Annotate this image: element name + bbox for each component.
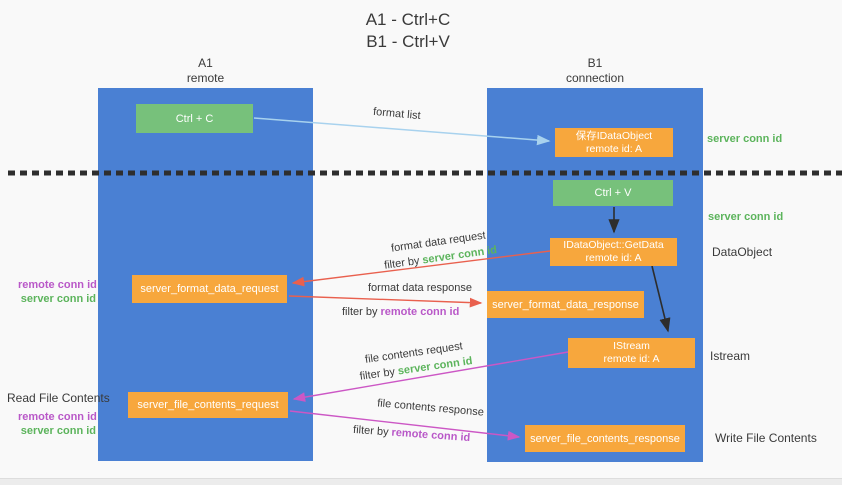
format-data-response-arrow bbox=[288, 295, 483, 308]
file-contents-request-label: file contents request filter byserver co… bbox=[353, 337, 476, 385]
server-conn-id-text: server conn id bbox=[20, 293, 96, 305]
server-format-data-response-label: server_format_data_response bbox=[492, 298, 639, 311]
save-idataobject-node: 保存IDataObject remote id: A bbox=[555, 128, 673, 157]
filter-by-text: filter by bbox=[383, 254, 421, 272]
save-idataobject-line1: 保存IDataObject bbox=[575, 129, 653, 142]
title-line-b1: B1 - Ctrl+V bbox=[366, 32, 450, 51]
right-column-name: B1 bbox=[587, 56, 603, 70]
server-conn-id-annotation-top: server conn id bbox=[707, 133, 783, 145]
server-file-contents-request-node: server_file_contents_request bbox=[128, 392, 288, 418]
title-line-a1: A1 - Ctrl+C bbox=[365, 10, 451, 29]
server-file-contents-response-node: server_file_contents_response bbox=[525, 425, 685, 452]
left-column-name: A1 bbox=[198, 56, 213, 70]
server-file-contents-request-label: server_file_contents_request bbox=[137, 399, 279, 411]
filter-by-text: filter by bbox=[352, 423, 389, 439]
server-conn-id-text: server conn id bbox=[20, 425, 96, 437]
bottom-strip bbox=[0, 478, 842, 485]
filter-by-text: filter by bbox=[358, 365, 396, 383]
getdata-line1: IDataObject::GetData bbox=[563, 239, 664, 251]
left-column-header: A1 remote bbox=[98, 56, 313, 86]
server-format-data-request-node: server_format_data_request bbox=[132, 275, 287, 303]
istream-annotation: Istream bbox=[710, 349, 751, 363]
server-format-data-response-node: server_format_data_response bbox=[487, 291, 644, 318]
diagram-title: A1 - Ctrl+C B1 - Ctrl+V bbox=[208, 9, 608, 53]
getdata-line2: remote id: A bbox=[585, 252, 642, 264]
format-data-response-label: format data response bbox=[368, 282, 472, 294]
ctrl-c-node: Ctrl + C bbox=[136, 104, 253, 133]
file-contents-response-label: file contents response bbox=[376, 397, 485, 419]
idataobject-getdata-node: IDataObject::GetData remote id: A bbox=[550, 238, 677, 266]
left-column-role: remote bbox=[186, 71, 225, 85]
filter-by-text: filter by bbox=[342, 306, 378, 318]
server-format-data-request-label: server_format_data_request bbox=[140, 283, 279, 295]
conn-ids-format-annotation: remote conn id server conn id bbox=[18, 278, 97, 306]
istream-line1: IStream bbox=[613, 340, 650, 352]
write-file-contents-annotation: Write File Contents bbox=[715, 431, 817, 445]
istream-node: IStream remote id: A bbox=[568, 338, 695, 368]
save-idataobject-line2: remote id: A bbox=[585, 142, 643, 155]
remote-conn-id-text: remote conn id bbox=[18, 279, 97, 291]
istream-line2: remote id: A bbox=[603, 353, 660, 365]
remote-conn-id-text: remote conn id bbox=[18, 411, 97, 423]
read-file-contents-annotation: Read File Contents bbox=[7, 391, 110, 405]
ctrl-v-node: Ctrl + V bbox=[553, 180, 673, 206]
filter-remote-conn-id: remote conn id bbox=[391, 426, 471, 445]
format-list-label: format list bbox=[372, 105, 422, 123]
ctrl-c-label: Ctrl + C bbox=[175, 112, 214, 125]
server-file-contents-response-label: server_file_contents_response bbox=[530, 432, 680, 445]
dataobject-annotation: DataObject bbox=[712, 245, 773, 259]
ctrl-v-label: Ctrl + V bbox=[594, 187, 632, 199]
filter-remote-conn-id: remote conn id bbox=[380, 306, 460, 318]
conn-ids-file-annotation: remote conn id server conn id bbox=[18, 410, 97, 438]
right-column-header: B1 connection bbox=[487, 56, 703, 86]
server-conn-id-annotation-mid: server conn id bbox=[708, 211, 784, 223]
right-column-role: connection bbox=[565, 71, 625, 85]
